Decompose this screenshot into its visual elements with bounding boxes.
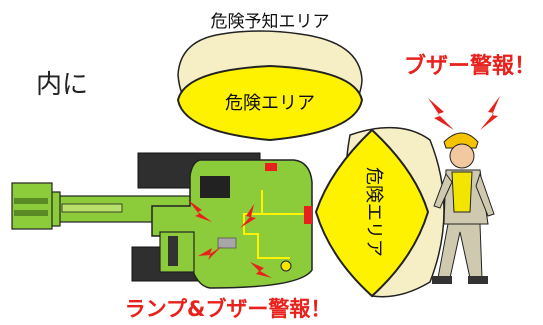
buzzer-alarm-label: ブザー警報！ [404, 53, 536, 79]
buzzer-dot [280, 260, 292, 272]
worker-figure [432, 132, 495, 284]
lamp-buzzer-alarm-label: ランプ&ブザー警報！ [125, 297, 332, 321]
excavator-grille [168, 236, 178, 266]
sensor-wiring [243, 190, 306, 259]
danger-zone-top-shape [176, 64, 364, 142]
danger-zone-right-shape [314, 128, 430, 298]
worker-alarm-bolts [428, 96, 500, 130]
sensor-right [304, 206, 312, 224]
partial-text: 内に [36, 70, 88, 100]
danger-zone-top-label: 危険エリア [225, 93, 315, 114]
warning-lamp [217, 237, 237, 249]
prediction-zone-label: 危険予知エリア [211, 12, 330, 32]
sensor-top [265, 163, 277, 171]
lamp-alarm-bolts [188, 200, 272, 278]
excavator-cab-panel [200, 176, 230, 198]
danger-zone-right-label: 危険エリア [363, 167, 384, 257]
